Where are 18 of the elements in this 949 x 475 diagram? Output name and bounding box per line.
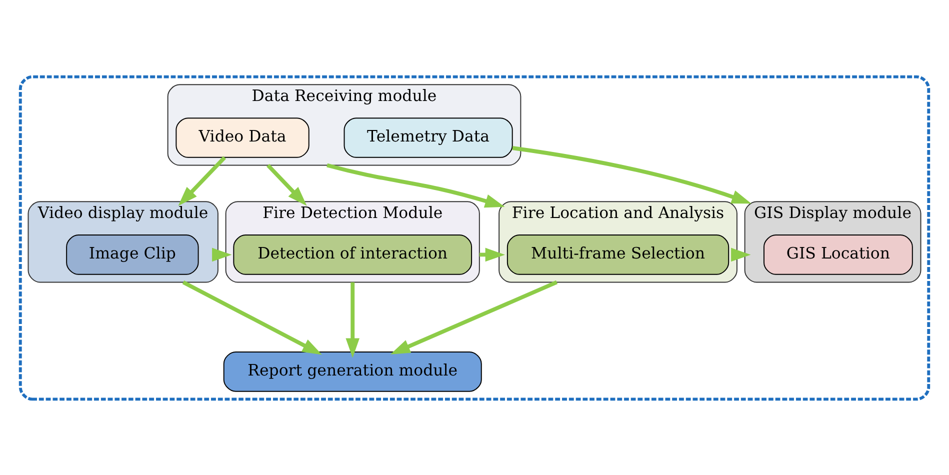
arrow <box>731 247 751 262</box>
arrow <box>479 247 506 262</box>
node-box: Multi-frame Selection <box>506 234 730 274</box>
arrow <box>346 282 360 358</box>
arrow <box>178 156 226 206</box>
node-box: GIS Location <box>763 234 913 274</box>
arrow <box>266 163 307 206</box>
arrow <box>182 280 322 354</box>
arrow <box>512 146 752 204</box>
node-box: Detection of interaction <box>233 234 472 274</box>
arrow <box>212 247 232 262</box>
arrow <box>390 280 558 354</box>
node-box: Video Data <box>176 117 310 158</box>
node-box: Report generation module <box>223 351 482 392</box>
cluster <box>18 74 930 400</box>
arrow <box>326 162 505 208</box>
node-box: Telemetry Data <box>344 117 513 158</box>
node-box: Image Clip <box>66 234 199 274</box>
